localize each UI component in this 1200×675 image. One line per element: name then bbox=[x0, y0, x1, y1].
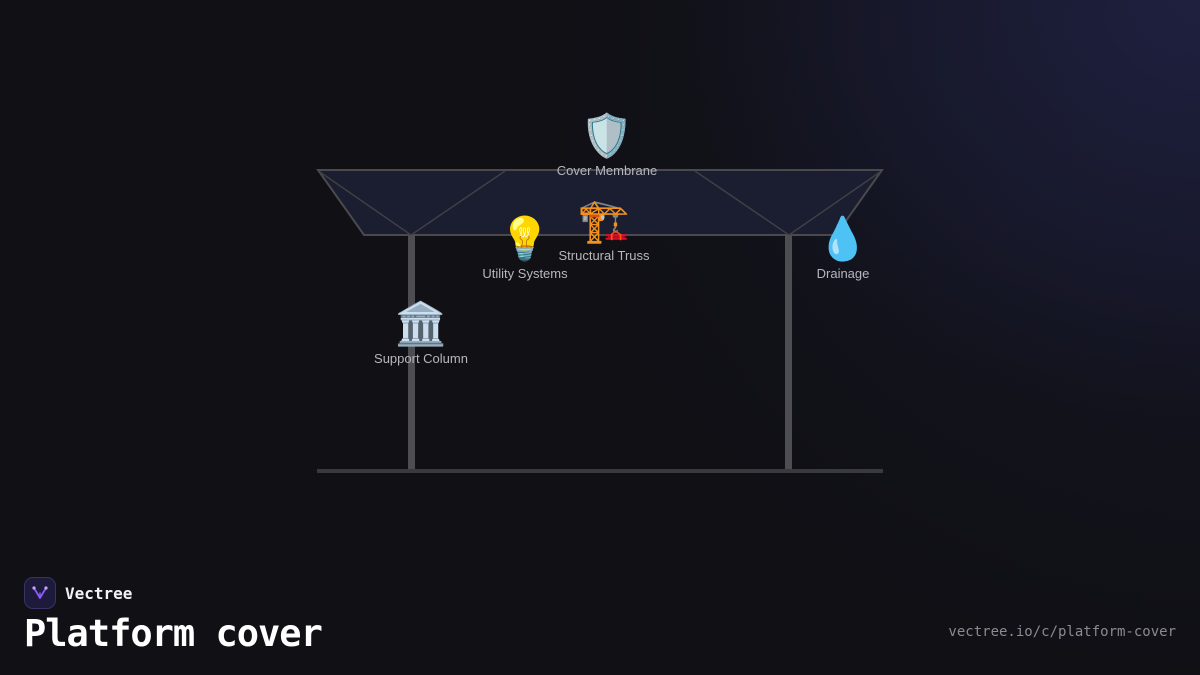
part-support-column[interactable]: 🏛️ Support Column bbox=[374, 299, 468, 367]
truss-lines bbox=[319, 170, 881, 236]
right-column bbox=[785, 235, 792, 471]
droplet-icon: 💧 bbox=[816, 214, 870, 263]
part-utility-systems[interactable]: 💡 Utility Systems bbox=[482, 214, 568, 282]
left-column bbox=[408, 235, 415, 471]
brand[interactable]: Vectree bbox=[24, 577, 132, 609]
crane-icon: 🏗️ bbox=[577, 196, 631, 245]
shield-icon: 🛡️ bbox=[580, 111, 634, 160]
lightbulb-icon: 💡 bbox=[498, 214, 552, 263]
part-label: Drainage bbox=[816, 266, 870, 281]
classical-building-icon: 🏛️ bbox=[394, 299, 448, 348]
part-label: Utility Systems bbox=[482, 266, 568, 281]
page-title: Platform cover bbox=[24, 612, 323, 655]
part-label: Cover Membrane bbox=[556, 163, 658, 178]
ground-line bbox=[317, 469, 883, 473]
part-structural-truss[interactable]: 🏗️ Structural Truss bbox=[558, 196, 650, 264]
vectree-logo-icon bbox=[24, 577, 56, 609]
roof-canopy bbox=[316, 169, 884, 236]
part-label: Structural Truss bbox=[558, 248, 650, 263]
part-drainage[interactable]: 💧 Drainage bbox=[816, 214, 870, 282]
part-cover-membrane[interactable]: 🛡️ Cover Membrane bbox=[556, 111, 658, 179]
brand-name: Vectree bbox=[65, 583, 133, 603]
part-label: Support Column bbox=[374, 351, 468, 366]
page-url[interactable]: vectree.io/c/platform-cover bbox=[948, 624, 1176, 640]
